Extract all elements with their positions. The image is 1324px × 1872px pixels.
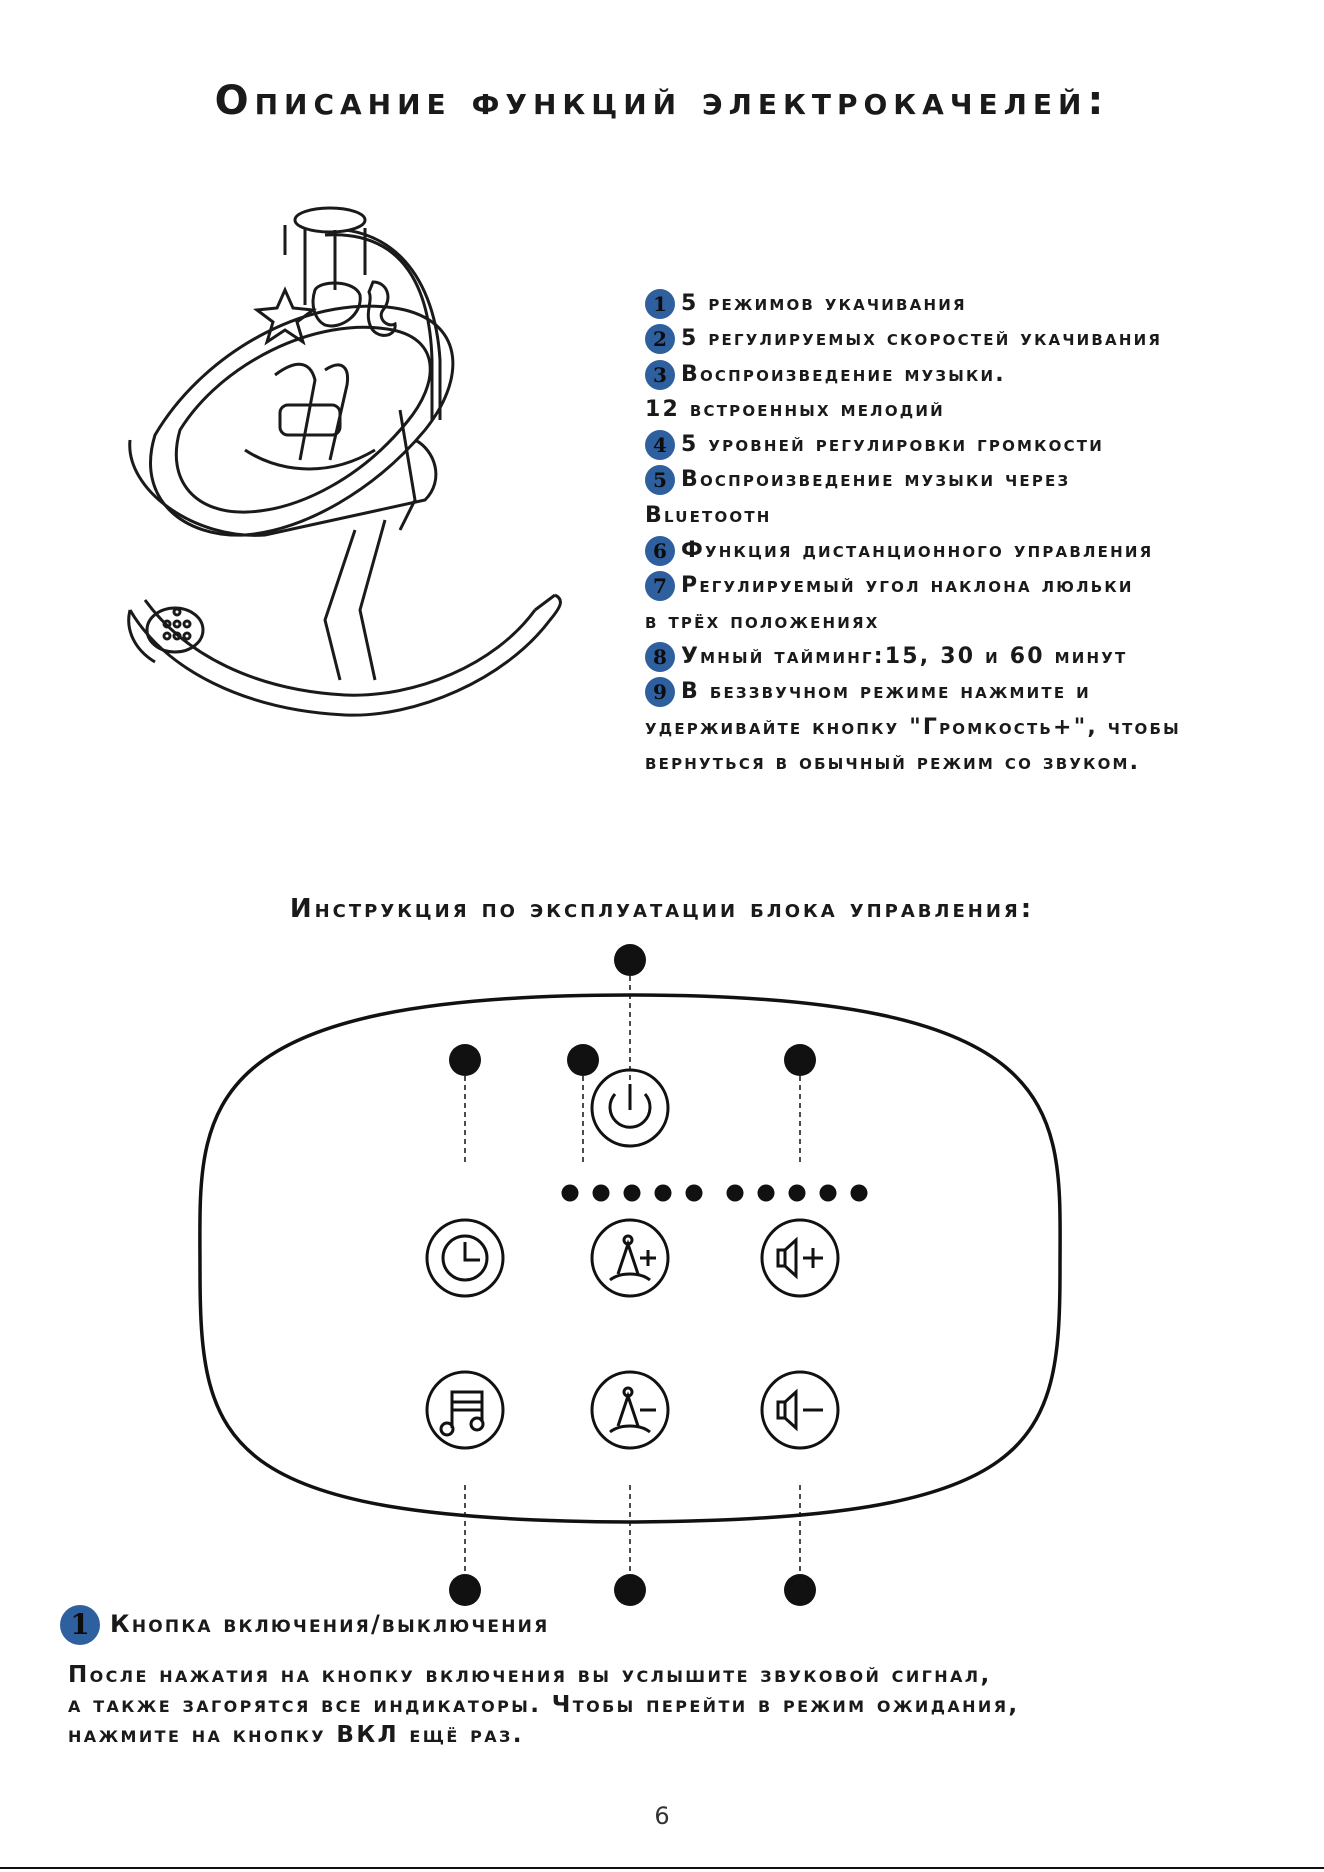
feature-text: Умный тайминг:15, 30 и 60 минут xyxy=(681,643,1128,669)
callout-dot xyxy=(449,1574,481,1606)
speaker-plus-icon xyxy=(776,1236,823,1280)
swing-speed-up-button[interactable] xyxy=(590,1218,670,1298)
clock-icon xyxy=(441,1234,489,1282)
body-line: нажмите на кнопку ВКЛ ещё раз. xyxy=(68,1722,524,1748)
body-line: После нажатия на кнопку включения вы усл… xyxy=(68,1662,992,1688)
number-badge: 8 xyxy=(645,641,675,672)
feature-text: вернуться в обычный режим со звуком. xyxy=(645,749,1141,775)
power-section-body: После нажатия на кнопку включения вы усл… xyxy=(68,1660,1308,1750)
page-title: Описание функций электрокачелей: xyxy=(214,78,1110,124)
feature-text: Воспроизведение музыки. xyxy=(681,361,1006,387)
callout-dot xyxy=(567,1044,599,1076)
feature-text: 12 встроенных мелодий xyxy=(645,396,945,422)
feature-text: В беззвучном режиме нажмите и xyxy=(681,679,1091,705)
number-badge: 9 xyxy=(645,677,675,708)
bottom-rule xyxy=(0,1867,1324,1869)
music-button[interactable] xyxy=(425,1370,505,1450)
callout-dot xyxy=(614,944,646,976)
swing-speed-down-button[interactable] xyxy=(590,1370,670,1450)
swing-minus-icon xyxy=(609,1386,656,1434)
timer-button[interactable] xyxy=(425,1218,505,1298)
callout-dot xyxy=(784,1574,816,1606)
feature-item: вернуться в обычный режим со звуком. xyxy=(645,745,1315,780)
power-button[interactable] xyxy=(590,1068,670,1148)
feature-text: Регулируемый угол наклона люльки xyxy=(681,573,1134,599)
feature-text: 5 регулируемых скоростей укачивания xyxy=(681,326,1163,352)
number-badge: 6 xyxy=(645,536,675,567)
volume-down-button[interactable] xyxy=(760,1370,840,1450)
body-line: а также загорятся все индикаторы. Чтобы … xyxy=(68,1692,1020,1718)
number-badge: 7 xyxy=(645,571,675,602)
number-badge: 2 xyxy=(645,324,675,355)
section-title: Инструкция по эксплуатации блока управле… xyxy=(289,894,1035,924)
baby-swing-illustration xyxy=(127,206,562,717)
feature-text: удерживайте кнопку "Громкость+", чтобы xyxy=(645,714,1181,740)
panel-outline xyxy=(198,993,1062,1524)
heading-text: Кнопка включения/выключения xyxy=(110,1610,550,1638)
feature-item: Bluetooth xyxy=(645,498,1315,533)
power-section-heading: 1 Кнопка включения/выключения xyxy=(60,1605,1260,1645)
callout-dot xyxy=(784,1044,816,1076)
swing-plus-icon xyxy=(609,1234,656,1282)
feature-text: 5 режимов укачивания xyxy=(681,291,967,316)
feature-text: Функция дистанционного управления xyxy=(681,538,1154,564)
number-badge: 5 xyxy=(645,465,675,496)
speaker-minus-icon xyxy=(776,1388,823,1432)
feature-item: в трёх положениях xyxy=(645,604,1315,639)
volume-up-button[interactable] xyxy=(760,1218,840,1298)
number-badge: 1 xyxy=(645,289,675,319)
power-icon xyxy=(608,1093,652,1129)
feature-item: удерживайте кнопку "Громкость+", чтобы xyxy=(645,710,1315,745)
music-note-icon xyxy=(439,1390,485,1437)
number-badge: 1 xyxy=(60,1605,100,1645)
volume-level-indicators xyxy=(726,1184,868,1202)
feature-text: 5 уровней регулировки громкости xyxy=(681,432,1104,458)
control-panel-diagram xyxy=(198,944,1062,1606)
feature-text: Bluetooth xyxy=(645,502,772,528)
number-badge: 4 xyxy=(645,430,675,461)
callout-dot xyxy=(614,1574,646,1606)
feature-text: в трёх положениях xyxy=(645,608,880,634)
callout-dot xyxy=(449,1044,481,1076)
swing-level-indicators xyxy=(561,1184,703,1202)
page-number: 6 xyxy=(654,1802,670,1830)
feature-item: 12 встроенных мелодий xyxy=(645,392,1315,427)
number-badge: 3 xyxy=(645,359,675,390)
feature-text: Воспроизведение музыки через xyxy=(681,467,1071,493)
